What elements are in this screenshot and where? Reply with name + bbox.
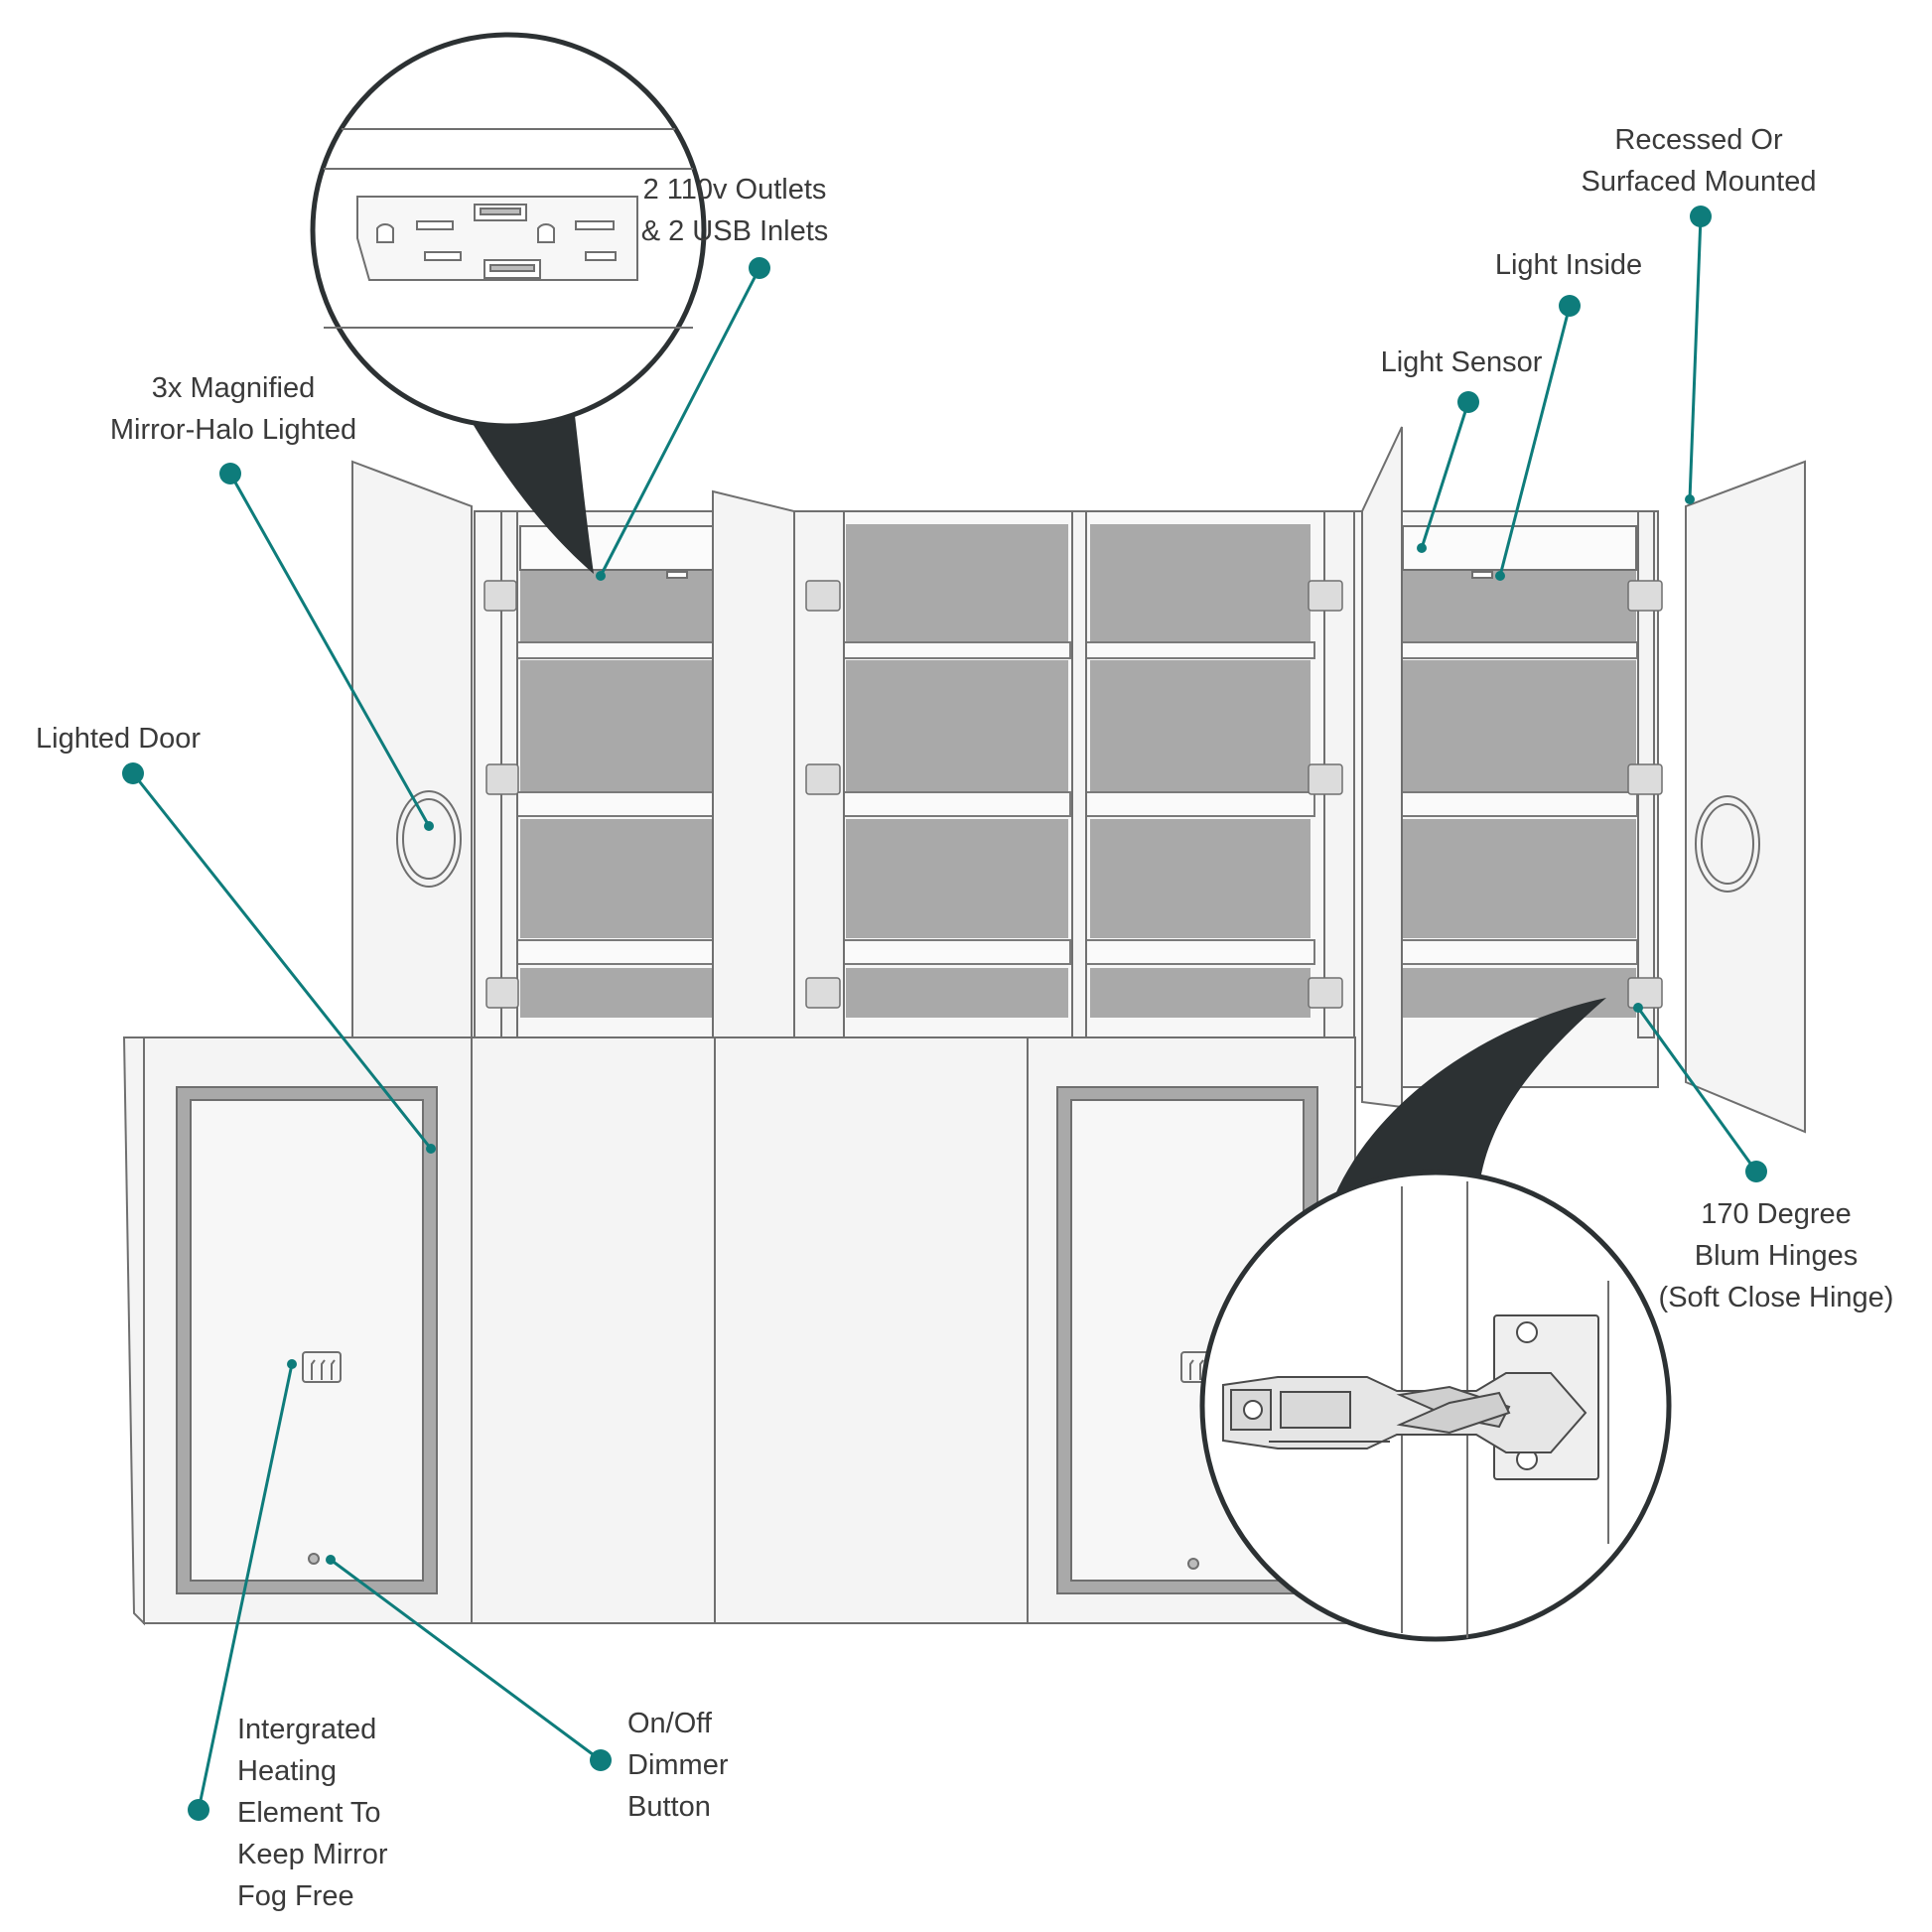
- open-door-far-right: [1685, 460, 1806, 1134]
- leader-dots: [122, 206, 1767, 1821]
- dot-light-inside: [1559, 295, 1581, 317]
- hinge-zoom-bubble: [1199, 998, 1672, 1642]
- dimmer-button-icon: [308, 1553, 320, 1565]
- label-hinges: 170 Degree Blum Hinges (Soft Close Hinge…: [1658, 1198, 1894, 1313]
- magnifier-ring-right: [1695, 795, 1760, 893]
- open-door-center-right: [1361, 426, 1403, 1109]
- leader-lines: [131, 215, 1758, 1811]
- label-dimmer: On/Off Dimmer Button: [627, 1708, 729, 1823]
- magnifier-ring-left: [396, 790, 462, 888]
- interior-bays: [520, 524, 1636, 1018]
- dot-magnified: [219, 463, 241, 484]
- leader-lighted-door: [131, 772, 433, 1150]
- closed-cabinet: [122, 1036, 1356, 1626]
- label-heating: Intergrated Heating Element To Keep Mirr…: [237, 1714, 388, 1912]
- hinge-bubble-pointer: [1330, 998, 1606, 1206]
- light-strip-left: [519, 525, 718, 571]
- open-door-center-left: [712, 489, 795, 1038]
- open-door-far-left: [351, 460, 473, 1038]
- dot-hinges: [1745, 1161, 1767, 1182]
- label-light-sensor: Light Sensor: [1380, 346, 1543, 378]
- outlet-indicator: [666, 571, 1493, 579]
- hinge-icon: [1222, 1314, 1599, 1480]
- outlet-zoom-bubble: [310, 32, 707, 574]
- closed-door-3: [714, 1036, 1029, 1624]
- dot-recessed: [1690, 206, 1712, 227]
- light-strip-right: [1402, 525, 1637, 571]
- label-magnified: 3x Magnified Mirror-Halo Lighted: [109, 372, 357, 446]
- heating-element-icon: [302, 1351, 342, 1383]
- closed-door-2: [471, 1036, 716, 1624]
- label-light-inside: Light Inside: [1494, 249, 1643, 281]
- dot-light-sensor: [1457, 391, 1479, 413]
- outlet-bubble-pointer: [472, 407, 594, 574]
- label-outlets: 2 110v Outlets & 2 USB Inlets: [640, 174, 829, 247]
- open-cabinet: [351, 426, 1806, 1134]
- dot-heating: [188, 1799, 209, 1821]
- leader-recessed: [1688, 215, 1703, 500]
- leader-hinges: [1636, 1007, 1758, 1173]
- dot-dimmer: [590, 1749, 612, 1771]
- label-lighted-door: Lighted Door: [36, 723, 202, 755]
- leader-dimmer: [330, 1558, 602, 1762]
- divider-center: [1071, 510, 1087, 1038]
- leader-outlets: [599, 267, 761, 577]
- cabinet-side-left: [122, 1036, 145, 1626]
- dot-lighted-door: [122, 762, 144, 784]
- leader-light-sensor: [1420, 401, 1470, 549]
- leader-light-inside: [1498, 305, 1572, 577]
- label-recessed: Recessed Or Surfaced Mounted: [1581, 124, 1817, 198]
- leader-heating: [197, 1363, 294, 1811]
- dimmer-button-icon-right: [1187, 1558, 1199, 1570]
- hinge-set: [483, 580, 1663, 1009]
- leader-magnified: [228, 473, 431, 827]
- dot-outlets: [749, 257, 770, 279]
- power-outlet-icon: [356, 196, 638, 281]
